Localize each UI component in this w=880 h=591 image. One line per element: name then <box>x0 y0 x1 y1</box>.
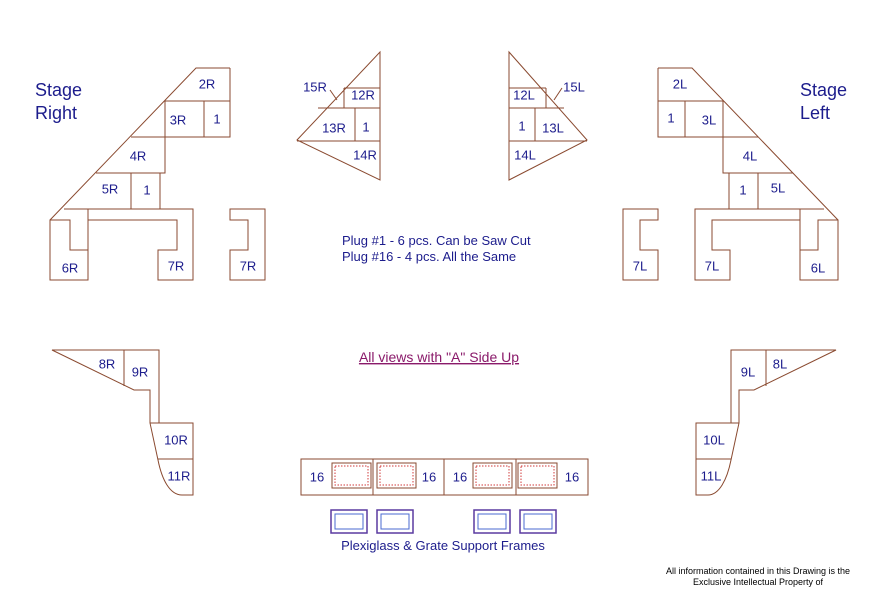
piece-10r: 10R <box>164 432 188 447</box>
piece-4l: 4L <box>743 148 757 163</box>
frames-caption: Plexiglass & Grate Support Frames <box>341 538 545 553</box>
piece-5r: 5R <box>102 181 119 196</box>
piece-1l-b: 1 <box>739 182 746 197</box>
piece-13r: 13R <box>322 120 346 135</box>
piece-9r: 9R <box>132 364 149 379</box>
stage-right-heading: Stage Right <box>35 80 82 123</box>
piece-3l: 3L <box>702 112 716 127</box>
stage-right-lower-assembly <box>51 349 194 496</box>
stage-left-heading: Stage Left <box>800 80 847 123</box>
piece-13l: 13L <box>542 120 564 135</box>
piece-6l: 6L <box>811 260 825 275</box>
piece-2r: 2R <box>199 76 216 91</box>
piece-15r: 15R <box>303 79 327 94</box>
piece-2l: 2L <box>673 76 687 91</box>
piece-12l: 12L <box>513 87 535 102</box>
piece-11l: 11L <box>701 468 722 483</box>
plug1-note: Plug #1 - 6 pcs. Can be Saw Cut <box>342 233 531 248</box>
piece-12r: 12R <box>351 87 375 102</box>
piece-7l-loose <box>622 208 659 281</box>
piece-8r: 8R <box>99 356 116 371</box>
piece-16-a: 16 <box>310 469 324 484</box>
stage-left-lower-assembly <box>695 349 837 496</box>
piece-16-b: 16 <box>422 469 436 484</box>
piece-7l: 7L <box>705 258 719 273</box>
piece-7r-loose-label: 7R <box>240 258 257 273</box>
support-frames <box>330 509 557 534</box>
footer-line-2: Exclusive Intellectual Property of <box>693 577 824 587</box>
plug16-row <box>300 458 589 496</box>
piece-5l: 5L <box>771 180 785 195</box>
plug16-note: Plug #16 - 4 pcs. All the Same <box>342 249 516 264</box>
stage-right-assembly <box>49 67 231 281</box>
piece-14l: 14L <box>514 147 536 162</box>
piece-16-c: 16 <box>453 469 467 484</box>
svg-text:Stage: Stage <box>35 80 82 100</box>
piece-9l: 9L <box>741 364 755 379</box>
piece-7r: 7R <box>168 258 185 273</box>
piece-1r-b: 1 <box>143 182 150 197</box>
piece-7l-loose-label: 7L <box>633 258 647 273</box>
piece-4r: 4R <box>130 148 147 163</box>
piece-8l: 8L <box>773 356 787 371</box>
piece-1l-c: 1 <box>518 118 525 133</box>
svg-text:Right: Right <box>35 103 77 123</box>
svg-text:Stage: Stage <box>800 80 847 100</box>
piece-1r-a: 1 <box>213 111 220 126</box>
piece-16-d: 16 <box>565 469 579 484</box>
piece-10l: 10L <box>703 432 725 447</box>
center-right-triangle <box>296 50 381 181</box>
piece-3r: 3R <box>170 112 187 127</box>
stage-left-assembly <box>657 67 839 281</box>
piece-1r-c: 1 <box>362 119 369 134</box>
piece-11r: 11R <box>168 468 191 483</box>
piece-14r: 14R <box>353 147 377 162</box>
piece-6r: 6R <box>62 260 79 275</box>
svg-text:Left: Left <box>800 103 830 123</box>
footer-line-1: All information contained in this Drawin… <box>666 566 850 576</box>
piece-1l-a: 1 <box>667 110 674 125</box>
piece-7r-loose <box>229 208 266 281</box>
views-note: All views with "A" Side Up <box>359 349 519 365</box>
center-left-triangle <box>508 50 588 181</box>
piece-15l: 15L <box>563 79 585 94</box>
